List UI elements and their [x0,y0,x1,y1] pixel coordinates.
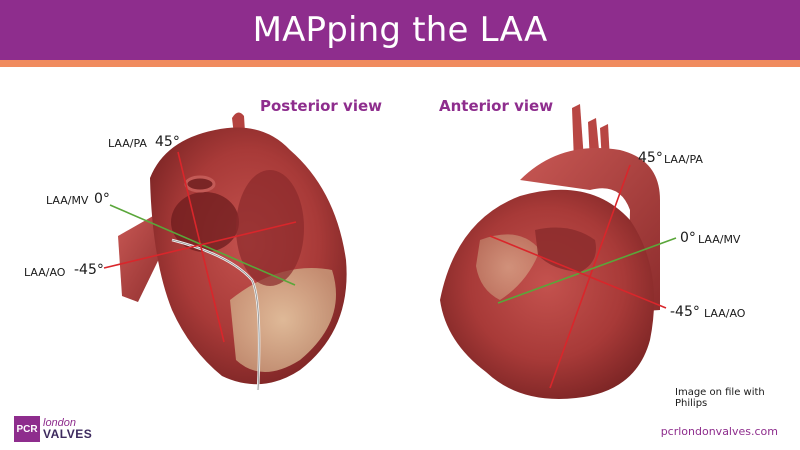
anterior-ao-degree: -45° [670,304,700,320]
posterior-vessel-ring [184,175,216,193]
posterior-view-heading: Posterior view [260,97,382,115]
posterior-laa-mv-label: LAA/MV [46,194,89,207]
posterior-mv-degree: 0° [94,191,110,207]
anterior-mv-line [497,237,677,304]
logo-valves: VALVES [43,427,93,441]
logo-london: london [43,417,77,429]
anterior-heart [440,104,660,399]
posterior-pa-line [177,151,225,343]
posterior-laa-ao-label: LAA/AO [24,266,66,279]
posterior-ao-line [103,221,297,269]
anterior-fat-patch [476,234,540,300]
logo-text: london VALVES [43,417,93,441]
anterior-vessel-1 [572,104,584,162]
logo-pcr-mark: PCR [14,416,40,442]
anterior-laa-pa-label: LAA/PA [664,153,703,166]
title-bar: MAPping the LAA [0,0,800,60]
pcr-london-valves-logo: PCR london VALVES [14,415,92,443]
anterior-heart-body [440,189,655,399]
website-link[interactable]: pcrlondonvalves.com [660,425,778,438]
anterior-ao-line [489,235,667,309]
posterior-laa-pa-label: LAA/PA [108,137,147,150]
accent-stripe [0,60,800,67]
posterior-pa-degree: 45° [155,134,180,150]
slide-title: MAPping the LAA [252,10,548,50]
catheter-outline [171,239,260,391]
posterior-ao-degree: -45° [74,262,104,278]
posterior-la-cavity [171,192,239,252]
anterior-view-heading: Anterior view [439,97,554,115]
anterior-aorta [520,148,660,312]
posterior-heart [118,112,347,391]
image-credit: Image on file with Philips [675,387,765,409]
anterior-laa-mv-label: LAA/MV [698,233,741,246]
anterior-laa-ao-label: LAA/AO [704,307,746,320]
anterior-mv-degree: 0° [680,230,696,246]
anterior-pa-degree: 45° [638,150,663,166]
